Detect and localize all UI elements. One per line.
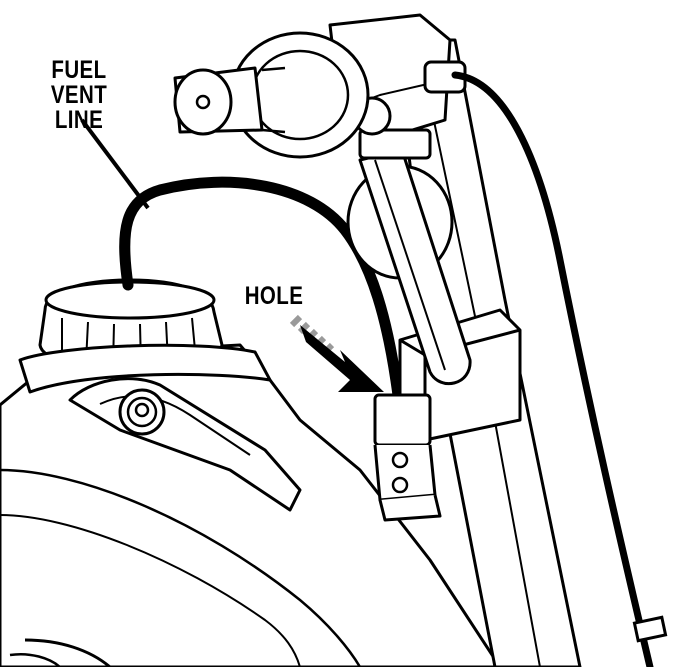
- fuel-vent-line-label: FUEL VENT LINE: [21, 58, 137, 133]
- hole-label: HOLE: [244, 282, 304, 310]
- fuel-vent-leader-line: [80, 118, 150, 210]
- fuel-cap: [18, 278, 272, 394]
- brake-cable: [451, 71, 654, 667]
- mount-strut: [358, 148, 472, 385]
- fuel-vent-line: [119, 176, 404, 401]
- valve-handle: [173, 31, 370, 159]
- cable-clip: [632, 615, 668, 643]
- plate-screw: [118, 388, 166, 436]
- hole-arrow: [289, 314, 384, 392]
- fuel-vent-line-label-line-2: LINE: [54, 106, 104, 134]
- fuel-vent-line-label-line-1: FUEL VENT: [50, 56, 108, 109]
